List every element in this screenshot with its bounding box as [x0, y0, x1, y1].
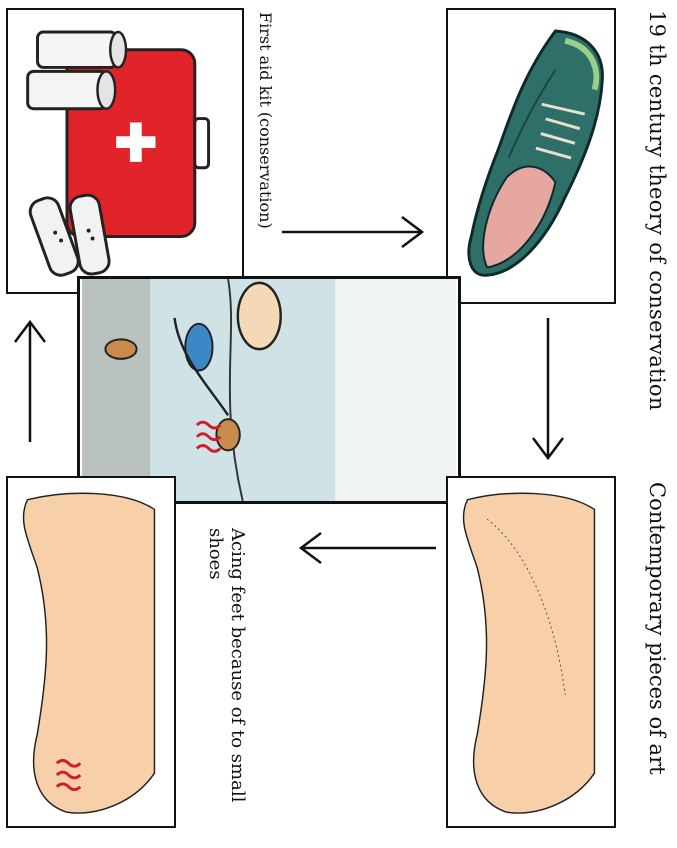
caption-contemporary-art: Contemporary pieces of art: [645, 482, 669, 775]
arrow-up-icon: [10, 312, 50, 442]
shoe-panel: [446, 8, 616, 304]
caption-first-aid-kit: First aid kit (conservation): [256, 12, 275, 229]
plaster-icon: [27, 193, 111, 278]
first-aid-kit-icon: [8, 10, 242, 292]
shoe-icon: [448, 10, 614, 302]
comic-panel: [77, 276, 461, 504]
caption-19th-century: 19 th century theory of conservation: [645, 10, 669, 411]
foot-panel-contemporary: [446, 476, 616, 828]
first-aid-kit-panel: [6, 8, 244, 294]
foot-panel-aching: [6, 476, 176, 828]
caption-aching-feet: Acing feet because of to small shoes: [204, 528, 248, 848]
comic-character-icon: [80, 279, 458, 501]
foot-icon: [8, 478, 174, 826]
arrow-down-icon: [528, 318, 568, 468]
arrow-right-icon: [282, 212, 432, 252]
arrow-left-icon: [296, 528, 436, 568]
foot-icon: [448, 478, 614, 826]
